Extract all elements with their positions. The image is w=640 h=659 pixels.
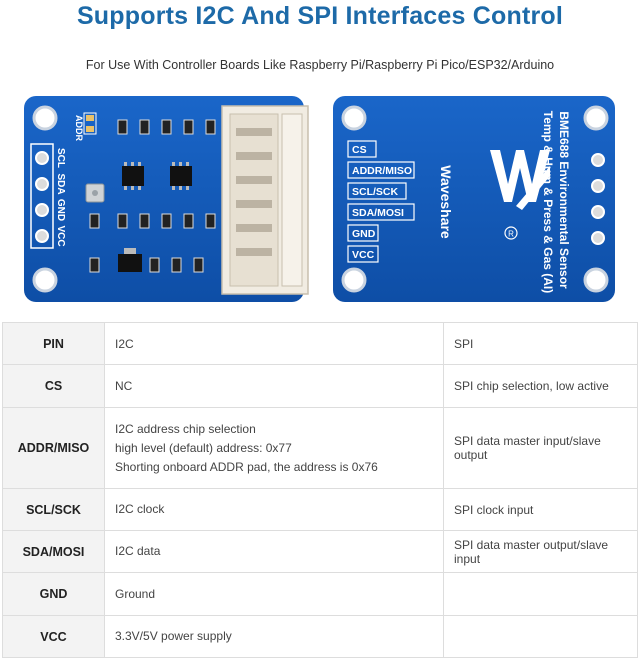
back-pin-label-sda-mosi: SDA/MOSI [352, 207, 404, 219]
table-row: VCC 3.3V/5V power supply [2, 615, 638, 658]
spi-description: SPI data master output/slave input [443, 530, 638, 573]
page-title: Supports I2C And SPI Interfaces Control [76, 2, 564, 30]
table-row: SDA/MOSI I2C data SPI data master output… [2, 530, 638, 573]
header-spi: SPI [443, 322, 638, 365]
i2c-description: NC [104, 364, 444, 408]
i2c-description: I2C address chip selection high level (d… [104, 407, 444, 489]
pin-name: CS [2, 364, 105, 408]
table-row: ADDR/MISO I2C address chip selection hig… [2, 407, 638, 489]
back-pin-label-vcc: VCC [352, 249, 375, 261]
i2c-description: Ground [104, 572, 444, 616]
spi-description [443, 615, 638, 658]
table-row: CS NC SPI chip selection, low active [2, 364, 638, 408]
header-i2c: I2C [104, 322, 444, 365]
spi-description: SPI clock input [443, 488, 638, 531]
table-row: SCL/SCK I2C clock SPI clock input [2, 488, 638, 531]
spi-description [443, 572, 638, 616]
product-name-line1: BME688 Environmental Sensor [557, 111, 571, 289]
front-pin-label-sda: SDA [55, 173, 66, 194]
back-pin-label-addr-miso: ADDR/MISO [352, 165, 412, 177]
header-pin: PIN [2, 322, 105, 365]
table-header-row: PIN I2C SPI [2, 322, 638, 365]
product-photo: SCL SDA GND VCC ADDR [24, 96, 615, 302]
i2c-description: I2C data [104, 530, 444, 573]
pin-name: VCC [2, 615, 105, 658]
spi-description: SPI chip selection, low active [443, 364, 638, 408]
page-subtitle: For Use With Controller Boards Like Rasp… [85, 58, 555, 72]
i2c-description: 3.3V/5V power supply [104, 615, 444, 658]
pin-name: GND [2, 572, 105, 616]
pin-table: PIN I2C SPI CS NC SPI chip selection, lo… [2, 322, 638, 658]
registered-mark: R [508, 230, 514, 239]
back-pin-label-scl-sck: SCL/SCK [352, 186, 399, 198]
front-pin-label-vcc: VCC [55, 225, 66, 246]
pin-name: SCL/SCK [2, 488, 105, 531]
spi-description: SPI data master input/slave output [443, 407, 638, 489]
product-name-line2: Temp & Hum & Press & Gas (AI) [541, 111, 555, 293]
back-pin-label-gnd: GND [352, 228, 376, 240]
brand-name: Waveshare [438, 165, 454, 239]
table-row: GND Ground [2, 572, 638, 616]
back-pin-label-cs: CS [352, 144, 367, 156]
front-addr-label: ADDR [74, 115, 84, 141]
front-pin-label-scl: SCL [55, 148, 66, 168]
pin-name: ADDR/MISO [2, 407, 105, 489]
waveshare-logo [490, 150, 550, 210]
front-pin-label-gnd: GND [55, 199, 66, 221]
i2c-description: I2C clock [104, 488, 444, 531]
back-board: CS ADDR/MISO SCL/SCK SDA/MOSI GND VCC Wa… [333, 96, 615, 302]
front-board: SCL SDA GND VCC ADDR [24, 96, 309, 302]
pin-name: SDA/MOSI [2, 530, 105, 573]
